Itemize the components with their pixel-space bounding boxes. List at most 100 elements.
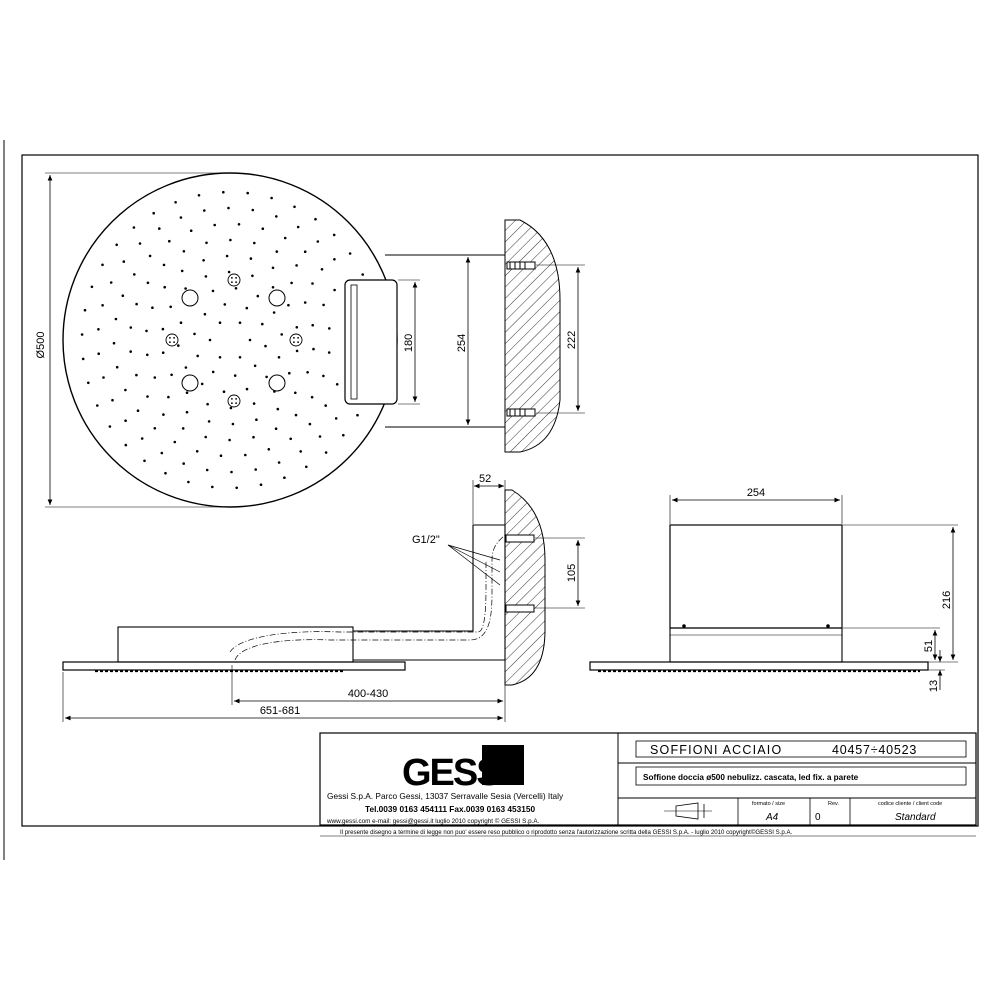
dimension-180: 180 [398, 279, 420, 405]
nozzle-dot [211, 370, 215, 374]
mist-nozzle-jet [169, 337, 171, 339]
nozzle-dot [164, 471, 167, 475]
nozzle-dot [333, 258, 336, 261]
nozzle-dot [342, 433, 345, 437]
shower-plate-side [62, 661, 406, 671]
nozzle-dot [206, 402, 209, 406]
nozzle-dot [83, 308, 87, 312]
dimension-216: 216 [843, 524, 958, 663]
nozzle-dot [124, 419, 127, 423]
nozzle-dot [252, 402, 256, 405]
front-view [62, 172, 561, 508]
led-light [268, 374, 286, 392]
nozzle-dot [251, 208, 255, 212]
nozzle-dot [238, 321, 242, 325]
bracket-222-label: 222 [566, 331, 578, 349]
nozzle-dot [174, 201, 177, 204]
nozzle-dot [361, 273, 365, 276]
thread-label: G1/2" [412, 534, 440, 546]
nozzle-dot [203, 209, 206, 212]
format-value: A4 [765, 812, 779, 823]
nozzle-dot [283, 236, 287, 240]
nozzle-dot [295, 264, 298, 267]
company-line: Gessi S.p.A. Parco Gessi, 13037 Serraval… [327, 791, 564, 801]
nozzle-dot [222, 190, 225, 194]
nozzle-dot [132, 226, 136, 229]
cascade-slot-inner [350, 284, 358, 400]
nozzle-dot [148, 254, 152, 258]
nozzle-dot [143, 459, 146, 463]
nozzle-dot [160, 451, 164, 455]
nozzle-dot [253, 364, 257, 368]
nozzle-dot [211, 485, 214, 489]
nozzle-dot [219, 454, 223, 458]
wall-anchor-top [506, 261, 536, 270]
client-code-value: Standard [895, 812, 936, 823]
nozzle-dot [252, 435, 255, 439]
nozzle-dot [324, 404, 328, 407]
nozzle-dot [234, 287, 238, 290]
mist-nozzle-jet [231, 402, 233, 404]
nozzle-pattern [80, 190, 365, 490]
nozzle-dot [245, 306, 249, 310]
product-description: Soffione doccia ø500 nebulizz. cascata, … [643, 773, 859, 782]
dimension-651-681: 651-681 [62, 672, 503, 722]
mist-nozzle-jet [169, 341, 171, 343]
shower-plate-elevation [589, 661, 929, 671]
dimension-diameter: Ø500 [35, 172, 230, 508]
nozzle-dot [238, 356, 242, 359]
nozzle-dot [229, 406, 233, 410]
nozzle-dot [310, 395, 314, 399]
internal-pipe-2 [229, 560, 487, 653]
nozzle-dot [287, 303, 290, 307]
nozzle-dot [204, 275, 208, 278]
nozzle-dot [180, 269, 184, 273]
nozzle-dot [328, 327, 331, 330]
mist-nozzle-jet [235, 277, 238, 279]
nozzle-dot [356, 413, 359, 417]
dimension-52: 52 [472, 473, 506, 524]
nozzle-dot [153, 376, 157, 379]
nozzle-dot [162, 263, 166, 267]
nozzle-dot [280, 333, 284, 336]
nozzle-dot [348, 252, 352, 255]
nozzle-dot [211, 289, 215, 293]
nozzle-dot [170, 373, 173, 377]
nozzle-dot [129, 326, 133, 329]
thread-leader-3 [447, 544, 501, 586]
nozzle-dot [213, 223, 216, 227]
drawing-frame [21, 154, 979, 827]
mist-nozzle [289, 333, 303, 347]
nozzle-dot [251, 274, 254, 278]
nozzle-dot [299, 450, 303, 453]
nozzle-dot [271, 286, 275, 289]
nozzle-dot [163, 285, 166, 289]
wall-section-top [504, 219, 561, 453]
nozzle-dot [115, 365, 119, 369]
nozzle-dot [245, 387, 249, 391]
dimension-51: 51 [843, 627, 940, 660]
nozzle-dot [208, 338, 212, 342]
nozzle-dot [203, 312, 207, 316]
nozzle-dot [146, 353, 149, 357]
nozzle-dot [334, 417, 338, 420]
nozzle-dot [303, 250, 307, 253]
cascade-slot [344, 279, 398, 405]
rev-label: Rev. [828, 801, 839, 807]
nozzle-dot [271, 266, 275, 270]
nozzle-dot [193, 332, 196, 336]
led-light [268, 289, 286, 307]
nozzle-dot [256, 294, 260, 298]
nozzle-dot [265, 375, 268, 379]
depth-52-label: 52 [479, 473, 491, 485]
nozzle-dot [293, 205, 296, 209]
nozzle-dot [101, 304, 104, 307]
nozzle-dot [237, 223, 241, 226]
nozzle-dot [122, 260, 126, 263]
led-light [181, 289, 199, 307]
nozzle-dot [108, 425, 112, 428]
nozzle-dot [295, 349, 299, 353]
nozzle-dot [303, 301, 307, 304]
nozzle-dot [218, 356, 222, 359]
nozzle-dot [184, 287, 187, 290]
